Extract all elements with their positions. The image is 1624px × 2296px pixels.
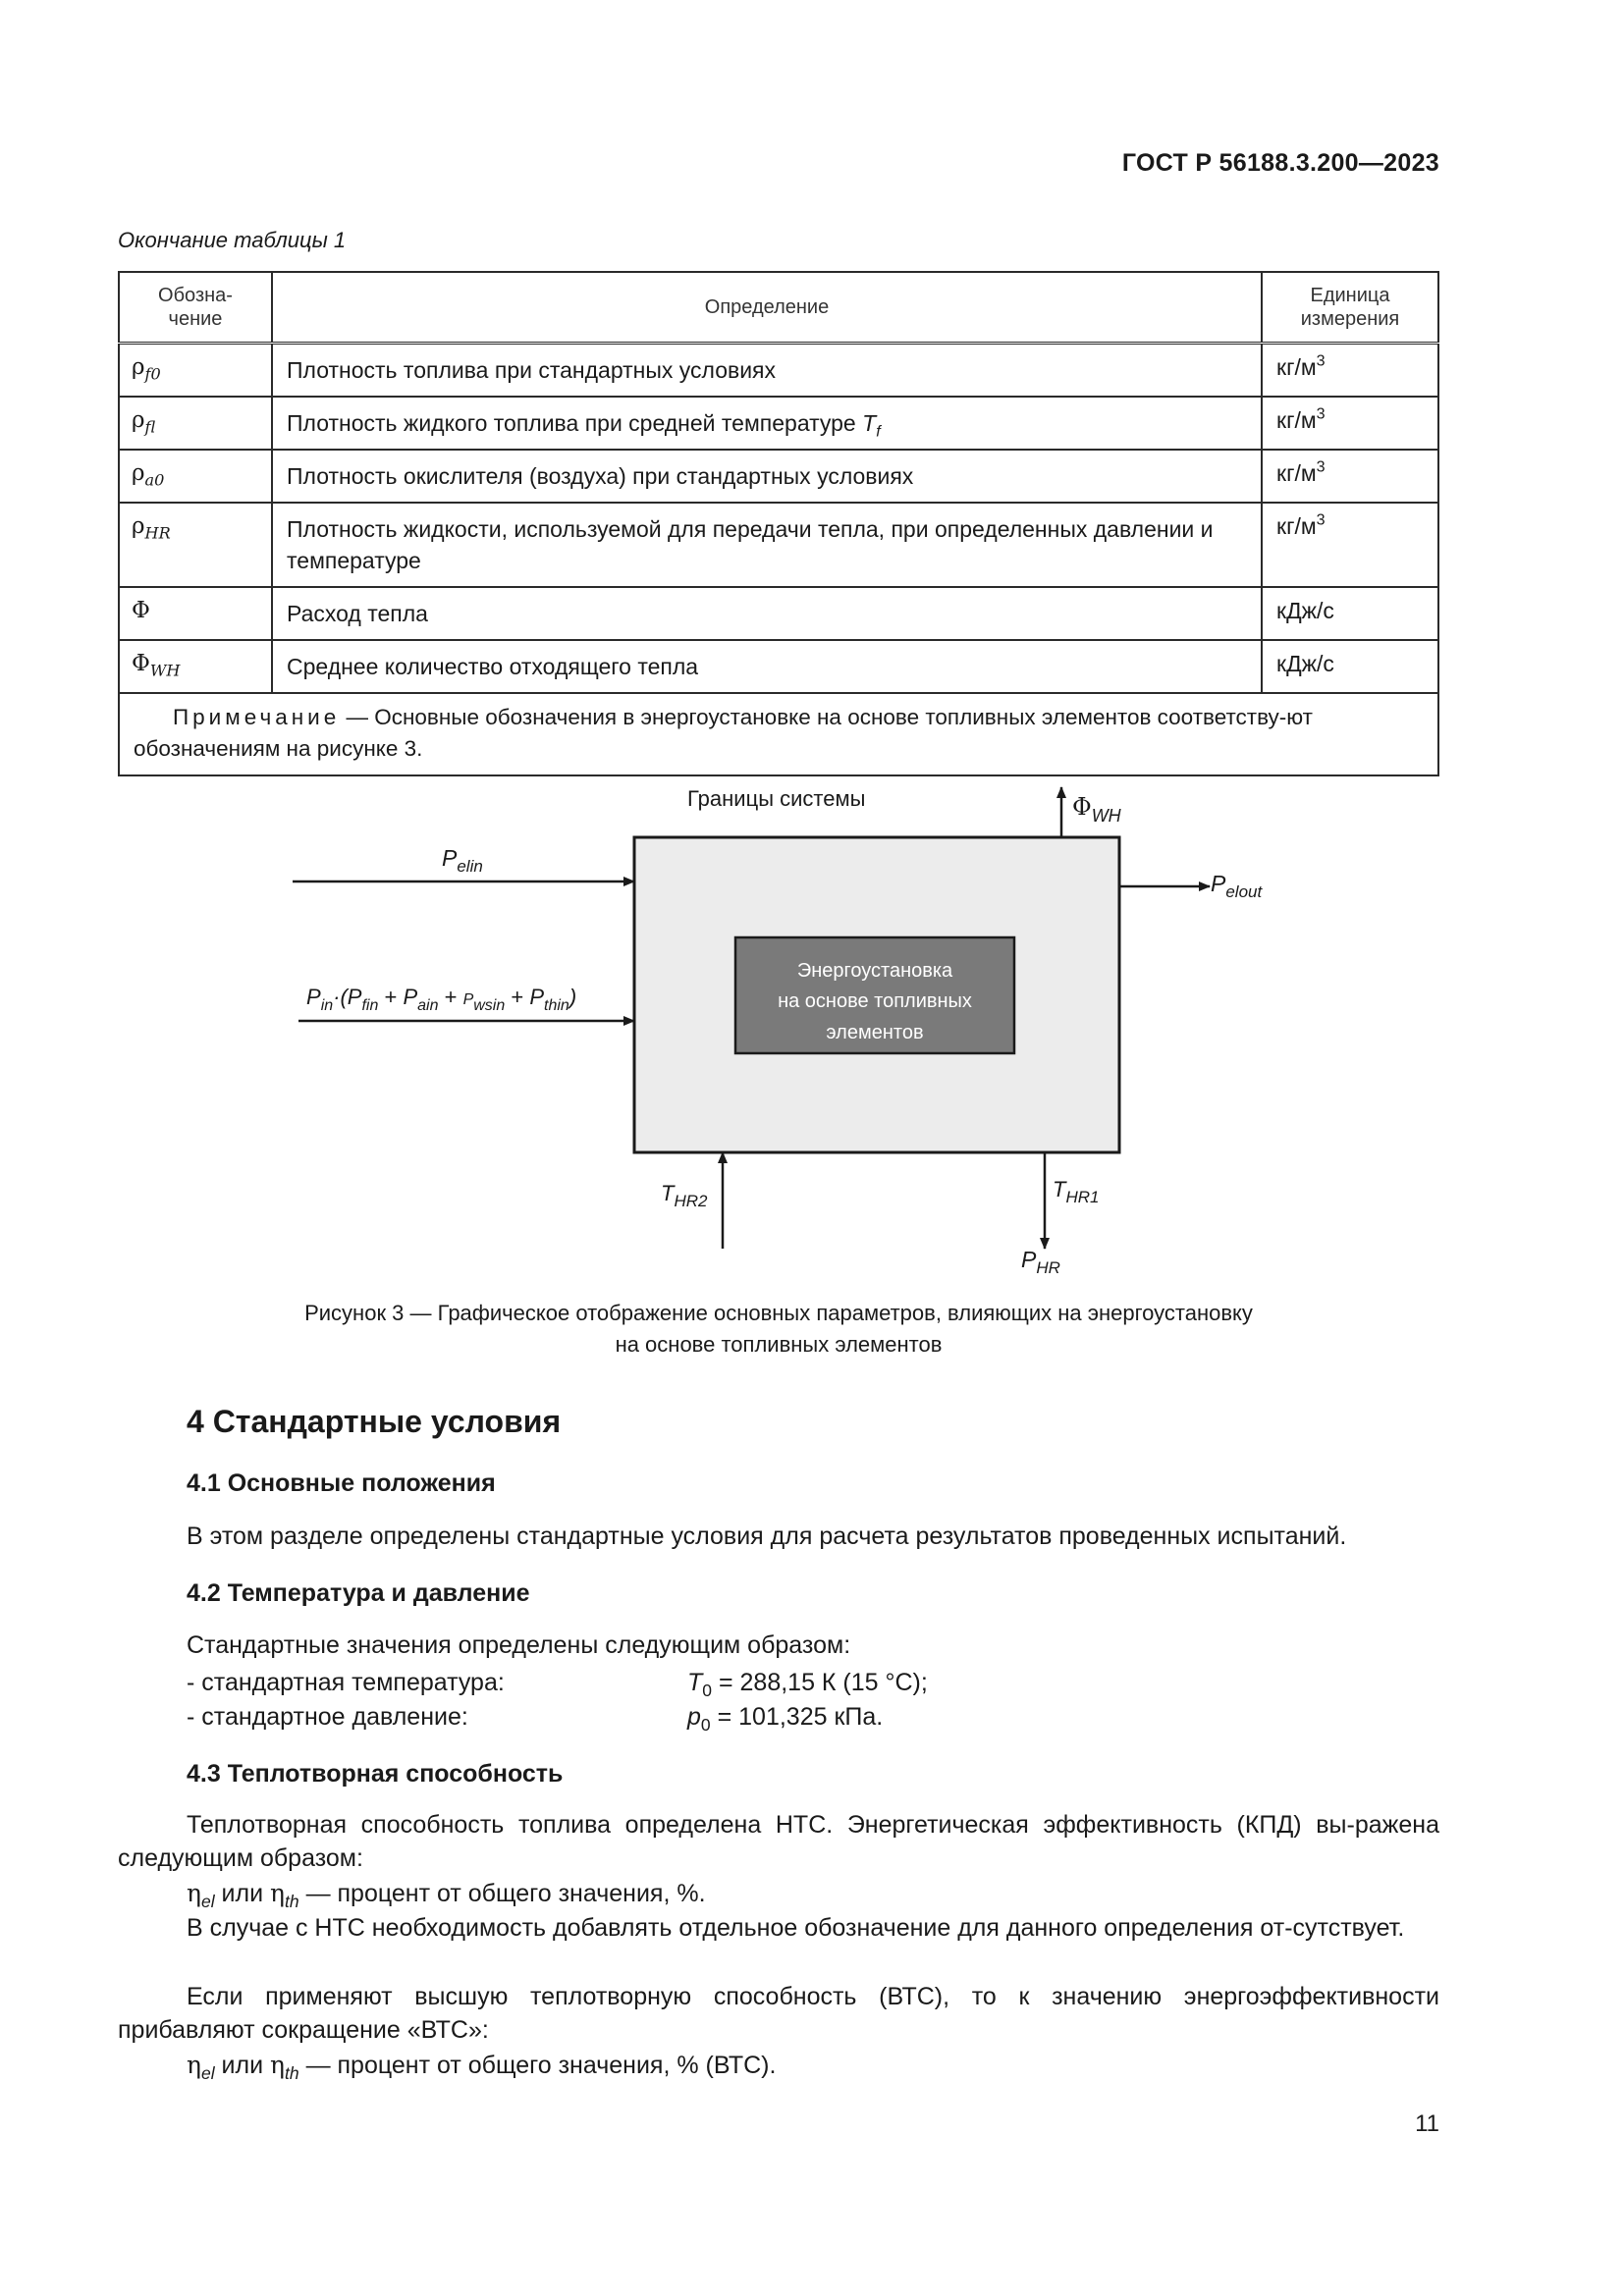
symbol-cell: ρf0 (118, 342, 273, 398)
unit-cell: кг/м3 (1261, 502, 1439, 588)
pelin-label: Pelin (442, 845, 483, 876)
symbol-sub: a0 (144, 470, 165, 490)
unit-cell: кг/м3 (1261, 342, 1439, 398)
unit-cell: кДж/с (1261, 586, 1439, 641)
system-boundary-box (632, 835, 1121, 1154)
thr2-label: THR2 (661, 1181, 708, 1210)
header-definition: Определение (271, 271, 1263, 345)
table-row: ρa0 Плотность окислителя (воздуха) при с… (118, 449, 1439, 504)
fuel-cell-plant-box (733, 935, 1016, 1055)
definition-cell: Плотность жидкости, используемой для пер… (271, 502, 1263, 588)
fuel-cell-plant-label-line2: на основе топливных (778, 990, 972, 1012)
section-4-3-heading: 4.3 Теплотворная способность (187, 1760, 564, 1788)
std-pressure-value: p0 = 101,325 кПа. (687, 1703, 884, 1735)
section-4-3-paragraph-1: Теплотворная способность топлива определ… (118, 1811, 1439, 1872)
symbol-sub: fl (144, 417, 156, 437)
header-symbol: Обозна- чение (118, 271, 273, 345)
definition-variable-sub: f (876, 422, 881, 441)
unit-text: кг/м (1276, 460, 1317, 486)
symbol-cell: ρfl (118, 396, 273, 451)
unit-text: кг/м (1276, 354, 1317, 380)
symbol-main: ρ (132, 513, 145, 539)
section-4-2-intro: Стандартные значения определены следующи… (187, 1631, 851, 1659)
symbol-main: Φ (132, 598, 150, 623)
definition-cell: Среднее количество отходящего тепла (271, 639, 1263, 694)
section-4-1-text: В этом разделе определены стандартные ус… (187, 1522, 1347, 1550)
symbol-main: ρ (132, 354, 145, 380)
table-row: ρHR Плотность жидкости, используемой для… (118, 502, 1439, 588)
table-note-row: Примечание — Основные обозначения в энер… (118, 692, 1439, 776)
section-4-2-heading: 4.2 Температура и давление (187, 1579, 530, 1607)
symbol-main: ρ (132, 407, 145, 433)
unit-cell: кДж/с (1261, 639, 1439, 694)
definition-variable: T (862, 410, 877, 436)
section-4-3-paragraph-3: Если применяют высшую теплотворную спосо… (118, 1983, 1439, 2044)
pelout-label: Pelout (1211, 871, 1263, 901)
symbol-sub: HR (144, 523, 171, 543)
unit-sup: 3 (1316, 404, 1326, 423)
definition-cell: Плотность топлива при стандартных услови… (271, 342, 1263, 398)
std-temperature-value: T0 = 288,15 К (15 °С); (687, 1669, 928, 1701)
definition-cell: Плотность окислителя (воздуха) при станд… (271, 449, 1263, 504)
symbol-cell: ρHR (118, 502, 273, 588)
symbols-table: Обозна- чение Определение Единица измере… (118, 271, 1439, 776)
fuel-cell-plant-label-line3: элементов (826, 1022, 923, 1043)
fuel-cell-plant-label-line1: Энергоустановка (797, 960, 953, 982)
phr-label: PHR (1021, 1247, 1060, 1277)
section-4-1-heading: 4.1 Основные положения (187, 1469, 496, 1497)
figure-caption-line1: Рисунок 3 — Графическое отображение осно… (304, 1301, 1253, 1325)
system-boundary-label: Границы системы (687, 786, 865, 811)
efficiency-formula-2: ηel или ηth — процент от общего значения… (187, 2051, 777, 2084)
header-unit-line2: измерения (1300, 308, 1400, 330)
thr1-label: THR1 (1053, 1177, 1099, 1206)
unit-cell: кг/м3 (1261, 449, 1439, 504)
unit-text: кДж/с (1276, 598, 1334, 623)
symbol-cell: ΦWH (118, 639, 273, 694)
header-symbol-line1: Обозна- (158, 285, 233, 306)
definition-cell: Плотность жидкого топлива при средней те… (271, 396, 1263, 451)
std-temperature-label: - стандартная температура: (187, 1669, 505, 1696)
header-symbol-line2: чение (168, 308, 223, 330)
unit-cell: кг/м3 (1261, 396, 1439, 451)
unit-sup: 3 (1316, 457, 1326, 476)
header-unit: Единица измерения (1261, 271, 1439, 345)
table-row: ΦWH Среднее количество отходящего тепла … (118, 639, 1439, 694)
symbol-cell: ρa0 (118, 449, 273, 504)
document-standard-number: ГОСТ Р 56188.3.200—2023 (1121, 149, 1439, 177)
symbol-cell: Φ (118, 586, 273, 641)
efficiency-formula-1: ηel или ηth — процент от общего значения… (187, 1879, 706, 1912)
symbol-sub: f0 (144, 364, 161, 384)
definition-text: Плотность жидкого топлива при средней те… (287, 410, 863, 436)
table-row: ρf0 Плотность топлива при стандартных ус… (118, 342, 1439, 398)
symbol-main: ρ (132, 460, 145, 486)
table-row: ρfl Плотность жидкого топлива при средне… (118, 396, 1439, 451)
symbol-sub: WH (149, 661, 181, 680)
std-pressure-label: - стандартное давление: (187, 1703, 468, 1731)
unit-text: кг/м (1276, 513, 1317, 539)
phi-wh-label: ΦWH (1072, 793, 1122, 826)
table-caption: Окончание таблицы 1 (118, 228, 347, 252)
note-text: — Основные обозначения в энергоустановке… (134, 705, 1313, 761)
definition-cell: Расход тепла (271, 586, 1263, 641)
figure-caption-line2: на основе топливных элементов (615, 1332, 943, 1357)
table-note: Примечание — Основные обозначения в энер… (118, 692, 1439, 776)
note-label: Примечание (173, 705, 341, 729)
table-header-row: Обозна- чение Определение Единица измере… (118, 271, 1439, 345)
unit-sup: 3 (1316, 510, 1326, 529)
unit-text: кг/м (1276, 407, 1317, 433)
unit-sup: 3 (1316, 351, 1326, 370)
header-unit-line1: Единица (1310, 285, 1390, 306)
unit-text: кДж/с (1276, 651, 1334, 676)
section-4-3-paragraph-2: В случае с НТС необходимость добавлять о… (187, 1914, 1405, 1942)
section-4-heading: 4 Стандартные условия (187, 1404, 562, 1439)
figure-3-diagram: Границы системы Энергоустановка на основ… (293, 786, 1263, 1277)
page-number: 11 (1415, 2110, 1439, 2137)
table-row: Φ Расход тепла кДж/с (118, 586, 1439, 641)
figure-caption: Рисунок 3 — Графическое отображение осно… (118, 1298, 1439, 1361)
pin-formula-label: Pin·(Pfin + Pain + Pwsin + Pthin) (306, 985, 576, 1014)
symbol-main: Φ (132, 651, 150, 676)
